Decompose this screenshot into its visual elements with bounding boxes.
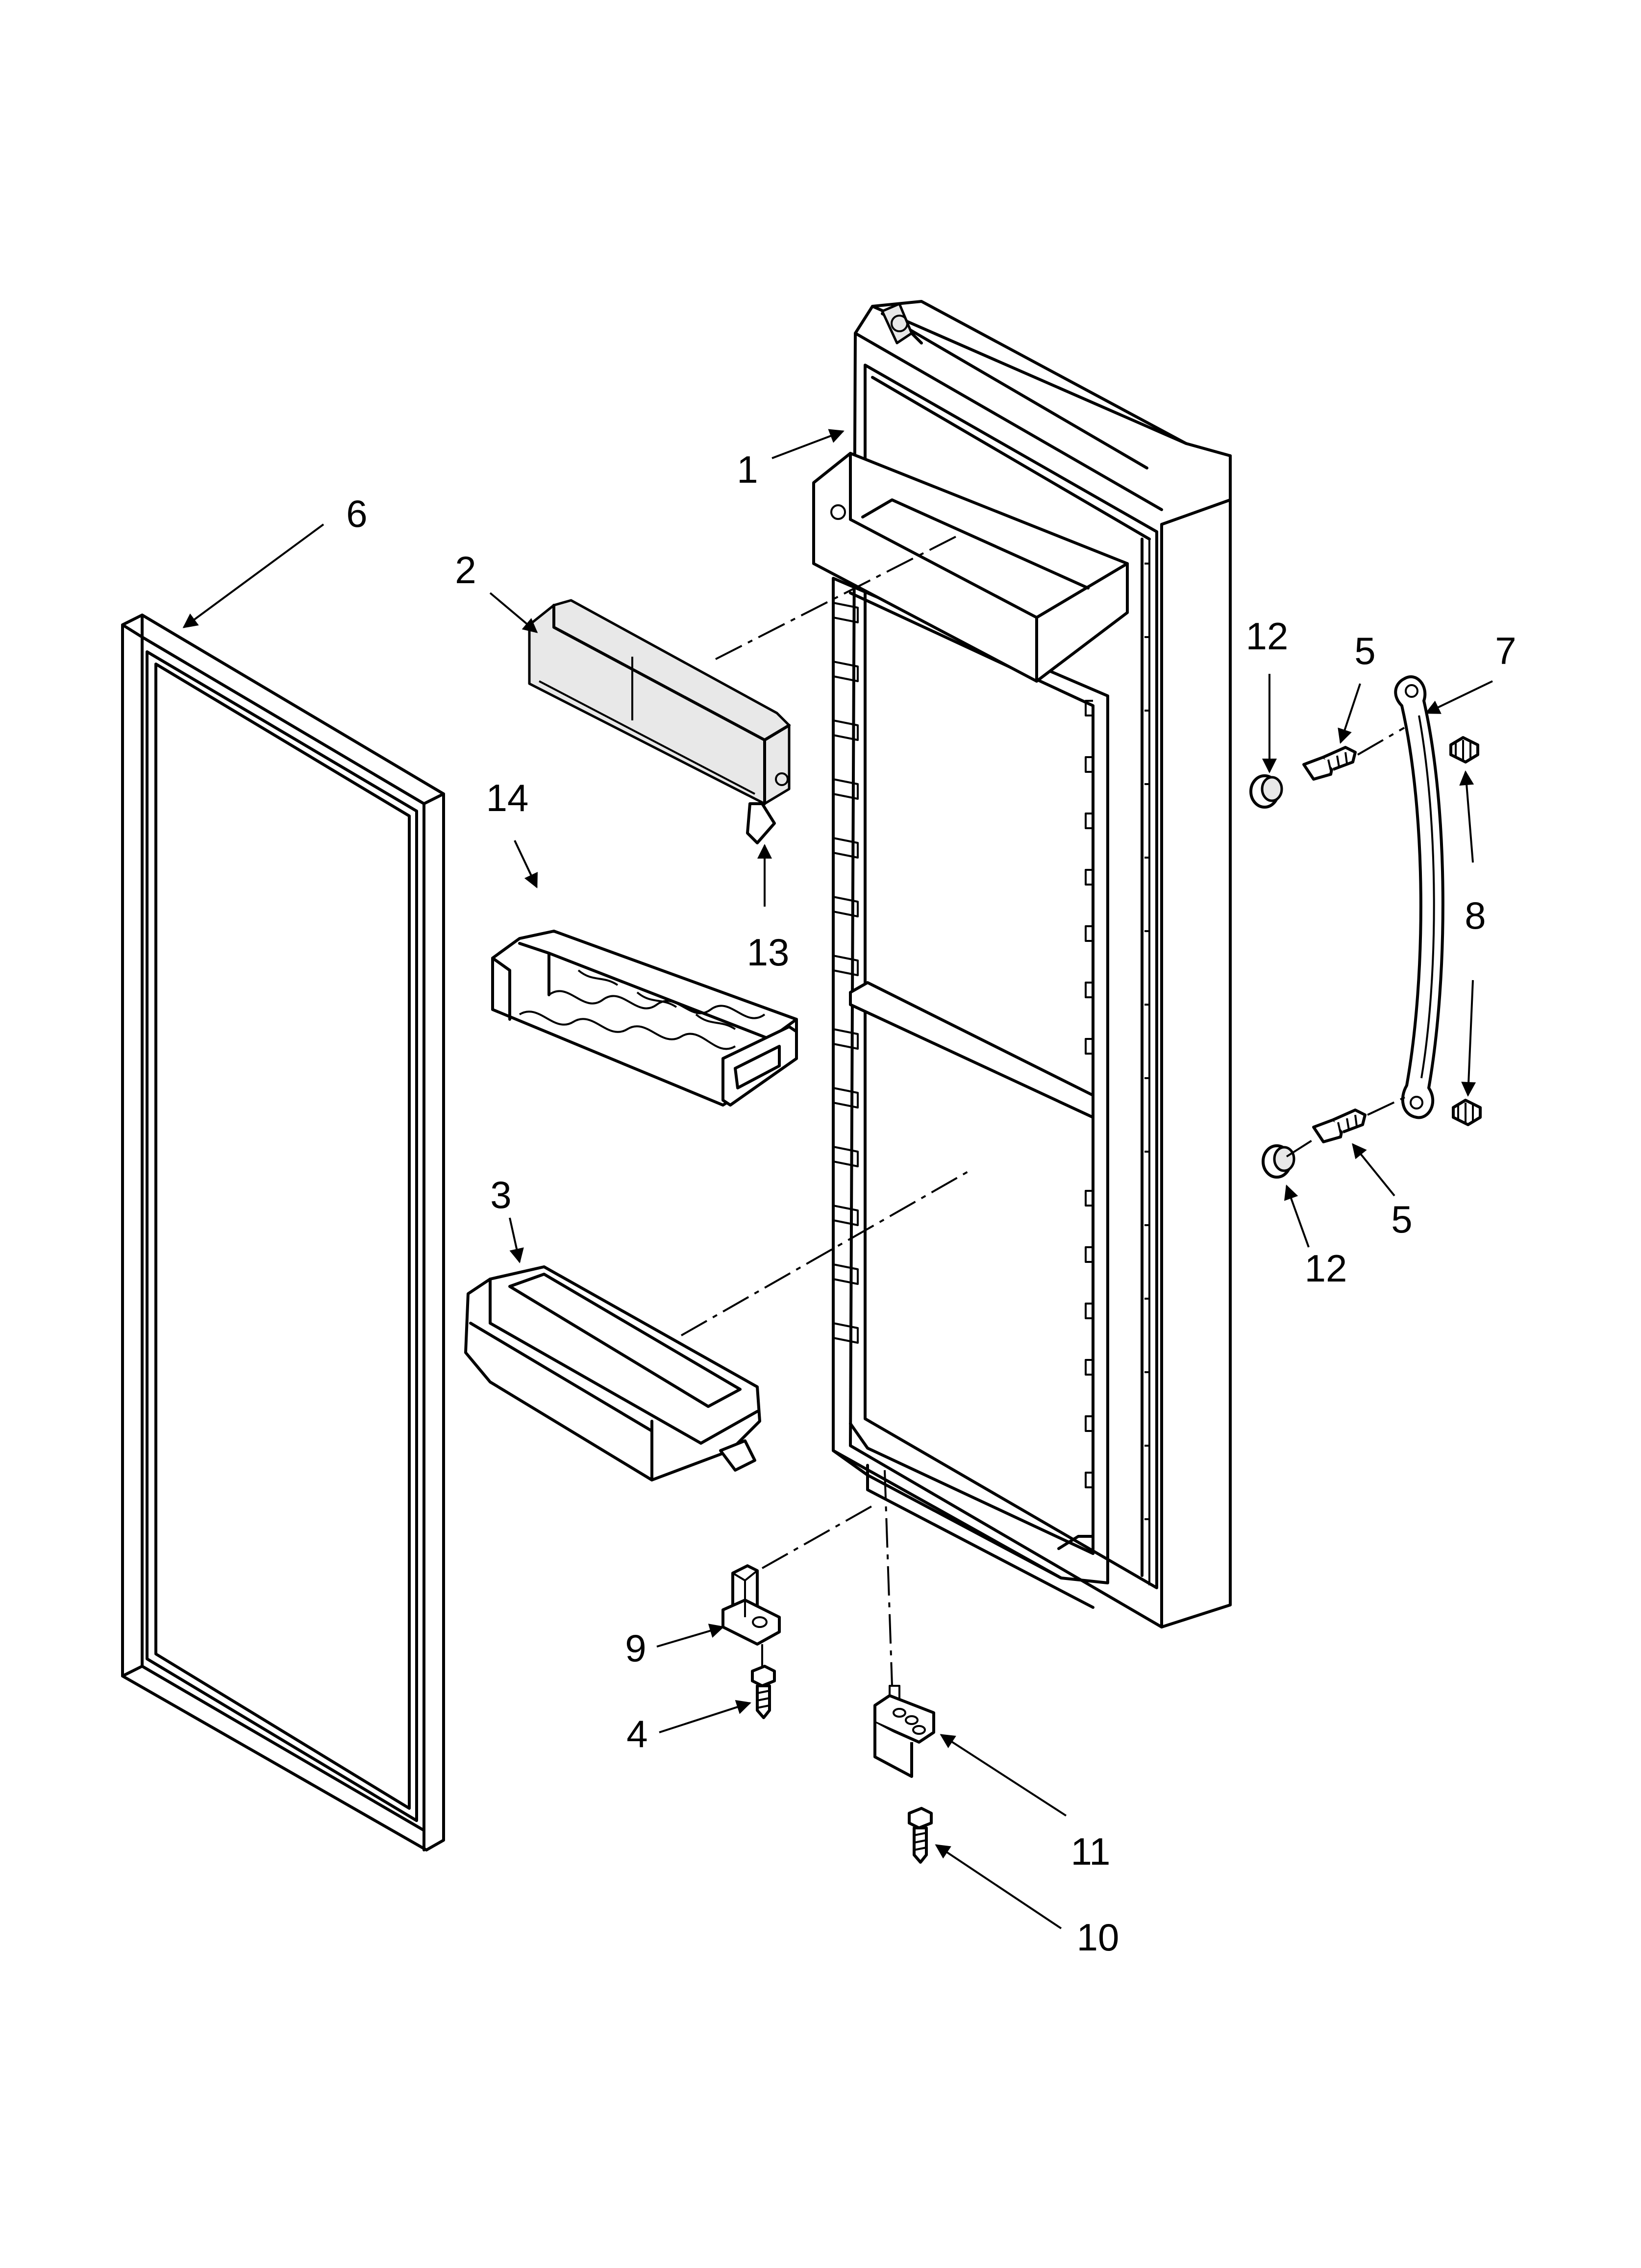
- callout-12-upper: 12: [1246, 615, 1289, 658]
- door-assembly: [812, 300, 1232, 1628]
- handle-screw-upper: [1302, 746, 1357, 781]
- plug-button-lower: [1452, 1099, 1482, 1126]
- callout-6: 6: [346, 492, 367, 535]
- assembly-lines: [681, 533, 1410, 1686]
- door-bin: [464, 1265, 761, 1481]
- lower-hinge-bracket: [873, 1685, 935, 1778]
- callout-13: 13: [747, 931, 790, 974]
- callout-labels: 1 2 3 4 5 5 6 7 8 9 10 11 12 12 13 14: [346, 448, 1516, 1959]
- callout-10: 10: [1077, 1916, 1119, 1959]
- callout-2: 2: [455, 548, 476, 592]
- hinge-pin: [721, 1564, 781, 1646]
- dairy-door-pivot: [746, 802, 776, 844]
- spacer-lower: [1262, 1144, 1295, 1179]
- callout-7: 7: [1495, 629, 1516, 672]
- callout-12-lower: 12: [1305, 1247, 1347, 1290]
- callout-3: 3: [490, 1173, 511, 1216]
- hinge-screw: [751, 1665, 776, 1719]
- leader-lines: [182, 429, 1493, 1929]
- door-gasket: [121, 614, 445, 1851]
- spacer-upper: [1249, 774, 1283, 809]
- callout-5-upper: 5: [1354, 629, 1375, 672]
- callout-9: 9: [625, 1627, 646, 1670]
- door-handle: [1394, 675, 1444, 1119]
- callout-4: 4: [626, 1712, 647, 1755]
- callout-1: 1: [737, 448, 758, 491]
- dairy-door: [528, 599, 791, 805]
- bracket-screw: [908, 1807, 933, 1864]
- callout-14: 14: [486, 776, 529, 819]
- callout-8: 8: [1465, 894, 1486, 937]
- callout-11: 11: [1071, 1830, 1111, 1873]
- egg-tray: [491, 930, 798, 1107]
- handle-screw-lower: [1312, 1109, 1367, 1143]
- callout-5-lower: 5: [1391, 1198, 1412, 1241]
- plug-button-upper: [1449, 736, 1479, 764]
